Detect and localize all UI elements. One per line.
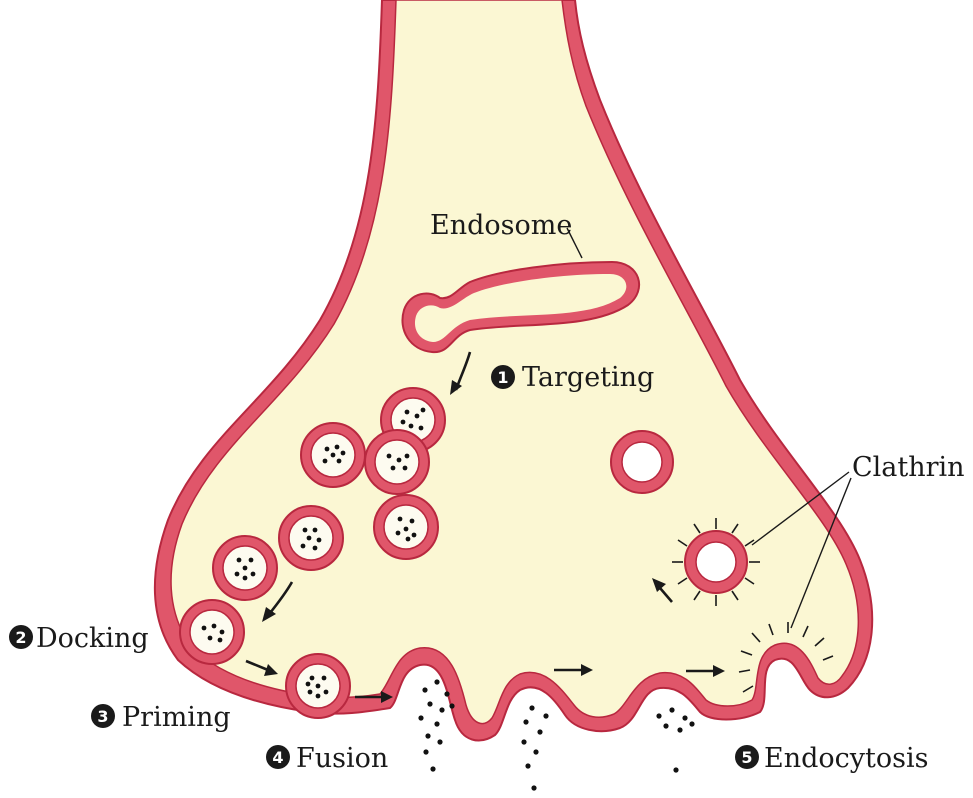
priming-label: Priming: [122, 702, 231, 733]
step-number-fusion: 4: [272, 748, 283, 767]
vesicle-6: [213, 536, 277, 600]
presynaptic-terminal: [155, 0, 872, 740]
vesicle-docked: [180, 600, 244, 664]
step-priming: 3 Priming: [91, 702, 231, 733]
fusion-label: Fusion: [296, 743, 388, 774]
endocytosis-label: Endocytosis: [764, 743, 928, 774]
empty-vesicle: [611, 431, 673, 493]
vesicle-4: [374, 495, 438, 559]
targeting-label: Targeting: [522, 362, 654, 393]
step-number-endocytosis: 5: [741, 748, 752, 767]
step-fusion: 4 Fusion: [266, 743, 388, 774]
vesicle-2: [301, 423, 365, 487]
vesicle-5: [279, 506, 343, 570]
step-number-priming: 3: [97, 707, 108, 726]
endosome-label: Endosome: [430, 210, 572, 241]
step-docking: 2 Docking: [9, 623, 149, 654]
step-number-targeting: 1: [497, 368, 508, 387]
vesicle-primed: [286, 654, 350, 718]
vesicle-3: [365, 430, 429, 494]
docking-label: Docking: [36, 623, 149, 654]
clathrin-label: Clathrin: [852, 452, 965, 483]
step-number-docking: 2: [15, 628, 26, 647]
step-endocytosis: 5 Endocytosis: [735, 743, 928, 774]
